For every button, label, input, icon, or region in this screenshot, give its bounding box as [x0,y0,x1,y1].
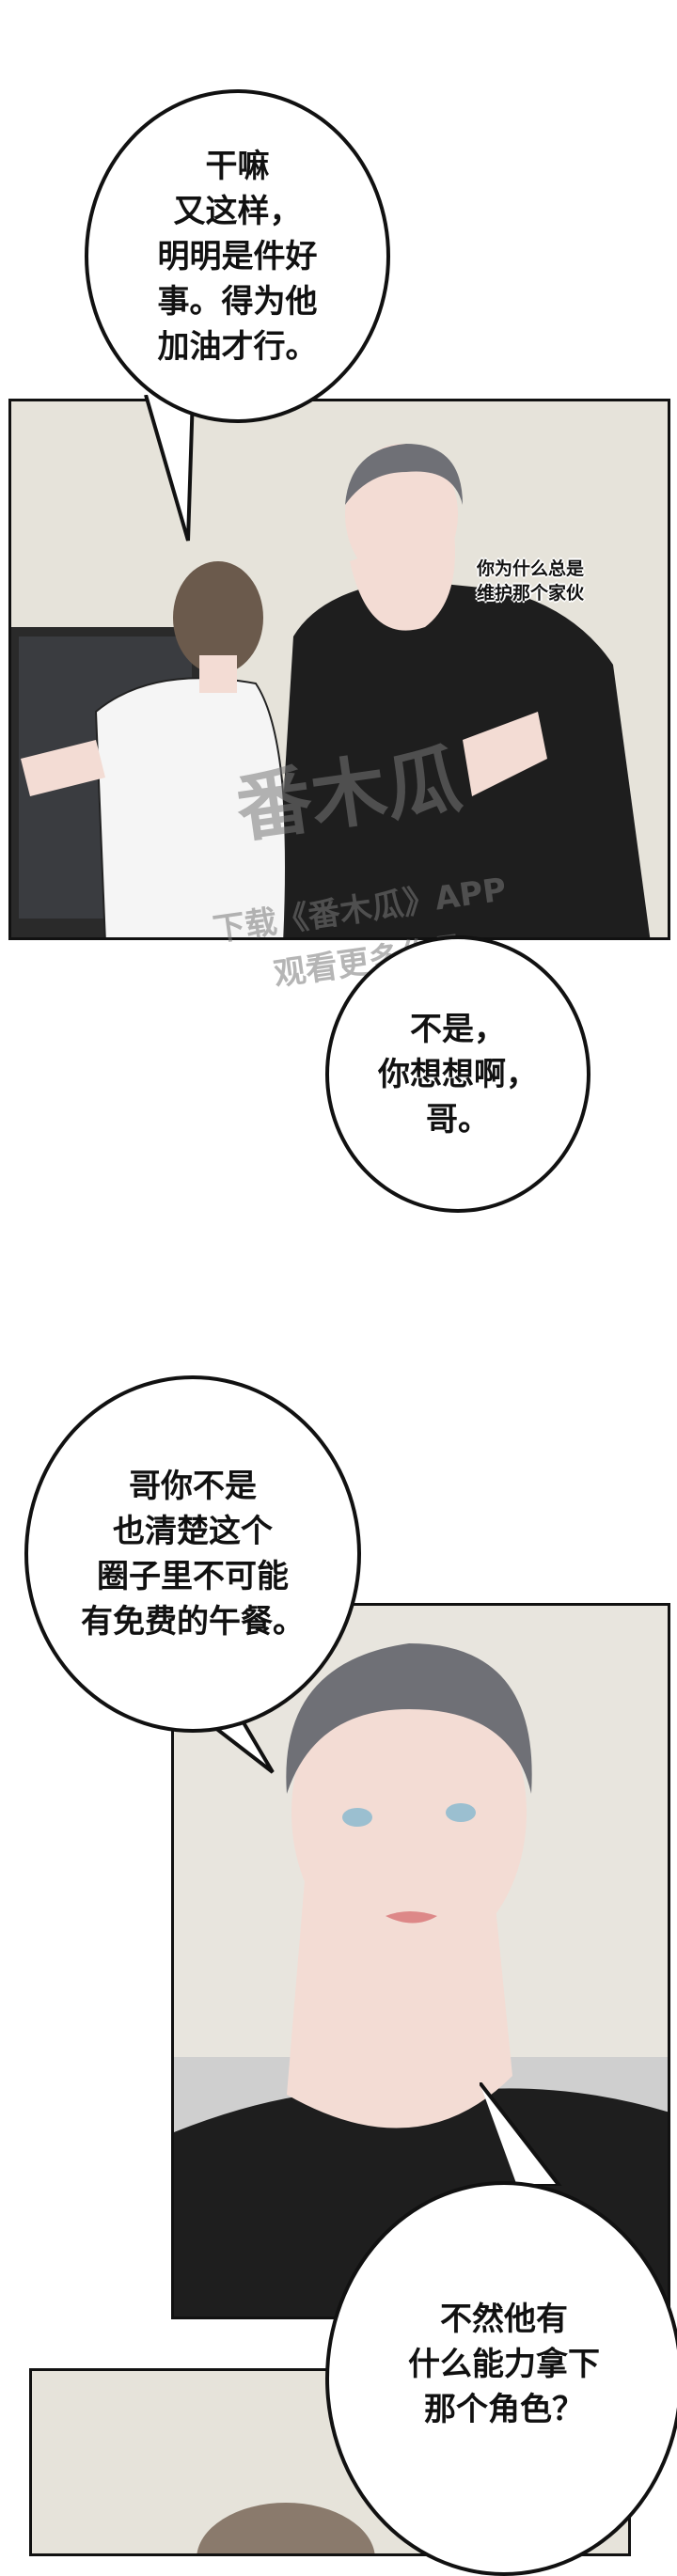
panel-2-art [174,1643,668,2317]
speech-bubble-4: 不然他有 什么能力拿下 那个角色？ [325,2181,677,2576]
speech-bubble-2-text: 不是， 你想想啊， 哥。 [378,1010,538,1139]
speech-bubble-1-text: 干嘛 又这样， 明明是件好 事。得为他 加油才行。 [157,147,318,366]
panel-1-art [11,444,651,937]
speech-bubble-1: 干嘛 又这样， 明明是件好 事。得为他 加油才行。 [85,89,390,423]
speech-bubble-4-text: 不然他有 什么能力拿下 那个角色？ [408,2301,600,2428]
side-dialogue: 你为什么总是 维护那个家伙 [477,558,585,604]
speech-bubble-3: 哥你不是 也清楚这个 圈子里不可能 有免费的午餐。 [24,1375,361,1733]
panel-3-art [197,2503,375,2553]
speech-bubble-3-text: 哥你不是 也清楚这个 圈子里不可能 有免费的午餐。 [81,1468,305,1641]
bubble-4-tail [480,2082,562,2186]
panel-1: 你为什么总是 维护那个家伙 [8,399,670,940]
speech-bubble-2: 不是， 你想想啊， 哥。 [325,935,590,1213]
panel-2 [171,1603,670,2319]
bubble-1-tail [144,395,195,542]
